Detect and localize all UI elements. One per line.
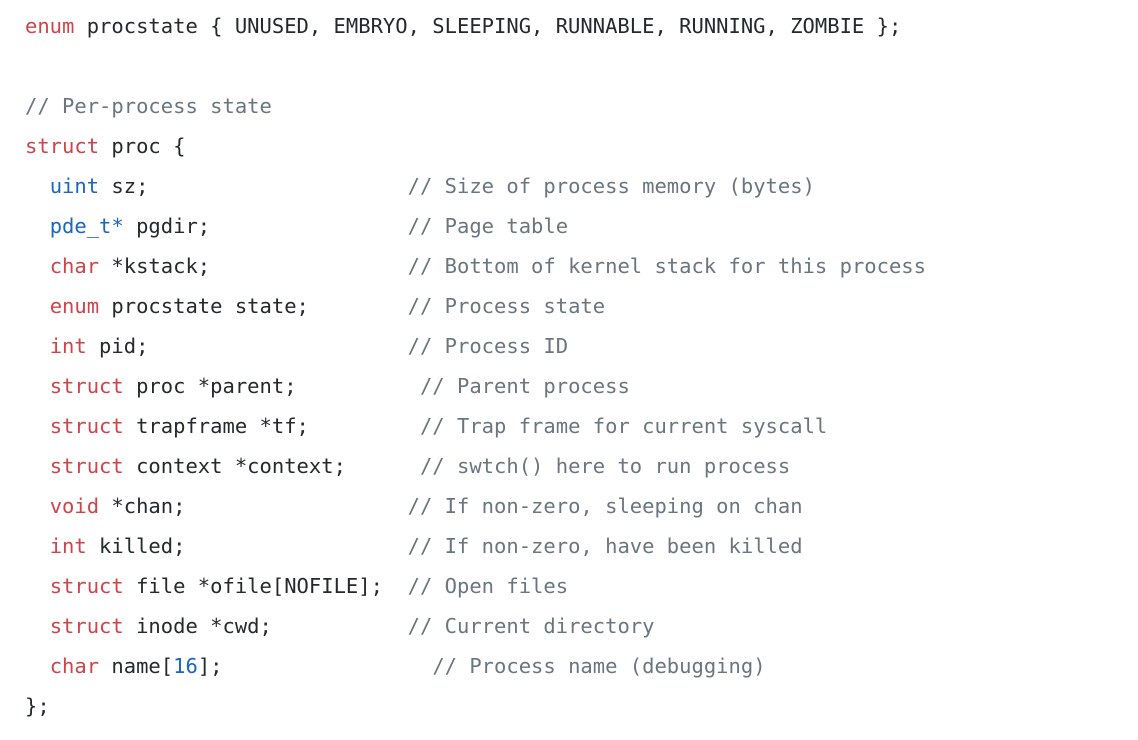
token-keyword: struct bbox=[49, 574, 124, 598]
token-plain: file *ofile[NOFILE]; bbox=[123, 574, 408, 598]
token-plain: killed; bbox=[86, 534, 408, 558]
token-comment: // Process name (debugging) bbox=[432, 654, 766, 678]
line-member-name[interactable]: char name[16]; // Process name (debuggin… bbox=[25, 646, 1138, 686]
token-keyword: enum bbox=[25, 14, 75, 38]
token-keyword: struct bbox=[49, 414, 124, 438]
token-number: 16 bbox=[173, 654, 198, 678]
line-member-pid[interactable]: int pid; // Process ID bbox=[25, 326, 1138, 366]
line-struct-close[interactable]: }; bbox=[25, 686, 1138, 726]
token-plain: procstate state; bbox=[99, 294, 408, 318]
token-plain: pgdir; bbox=[123, 214, 408, 238]
token-plain bbox=[25, 334, 50, 358]
line-member-cwd[interactable]: struct inode *cwd; // Current directory bbox=[25, 606, 1138, 646]
token-plain: ]; bbox=[197, 654, 433, 678]
token-plain bbox=[25, 454, 50, 478]
token-comment: // swtch() here to run process bbox=[419, 454, 791, 478]
line-struct-open[interactable]: struct proc { bbox=[25, 126, 1138, 166]
token-comment: // Open files bbox=[407, 574, 569, 598]
token-plain bbox=[25, 214, 50, 238]
token-plain: context *context; bbox=[123, 454, 420, 478]
line-member-pgdir[interactable]: pde_t* pgdir; // Page table bbox=[25, 206, 1138, 246]
token-keyword: enum bbox=[49, 294, 100, 318]
token-plain: proc { bbox=[99, 134, 186, 158]
token-plain bbox=[25, 294, 50, 318]
line-member-sz[interactable]: uint sz; // Size of process memory (byte… bbox=[25, 166, 1138, 206]
token-keyword: struct bbox=[49, 454, 124, 478]
token-plain: name[ bbox=[99, 654, 174, 678]
token-plain: trapframe *tf; bbox=[123, 414, 420, 438]
line-member-killed[interactable]: int killed; // If non-zero, have been ki… bbox=[25, 526, 1138, 566]
line-member-kstack[interactable]: char *kstack; // Bottom of kernel stack … bbox=[25, 246, 1138, 286]
token-comment: // Process ID bbox=[407, 334, 569, 358]
token-plain: sz; bbox=[99, 174, 408, 198]
code-line-blank[interactable] bbox=[25, 46, 1138, 86]
line-member-ofile[interactable]: struct file *ofile[NOFILE]; // Open file… bbox=[25, 566, 1138, 606]
token-keyword: struct bbox=[49, 614, 124, 638]
token-plain: proc *parent; bbox=[123, 374, 420, 398]
token-comment: // Bottom of kernel stack for this proce… bbox=[407, 254, 926, 278]
line-enum-procstate[interactable]: enum procstate { UNUSED, EMBRYO, SLEEPIN… bbox=[25, 6, 1138, 46]
token-comment: // Page table bbox=[407, 214, 569, 238]
token-keyword: char bbox=[49, 254, 100, 278]
token-comment: // If non-zero, have been killed bbox=[407, 534, 803, 558]
token-plain bbox=[25, 414, 50, 438]
line-member-chan[interactable]: void *chan; // If non-zero, sleeping on … bbox=[25, 486, 1138, 526]
token-plain: *chan; bbox=[99, 494, 408, 518]
token-plain bbox=[25, 534, 50, 558]
token-keyword: struct bbox=[25, 134, 100, 158]
token-comment: // Per-process state bbox=[25, 94, 272, 118]
token-keyword: int bbox=[49, 334, 87, 358]
token-comment: // Parent process bbox=[419, 374, 630, 398]
token-comment: // Trap frame for current syscall bbox=[419, 414, 828, 438]
token-plain bbox=[25, 654, 50, 678]
token-plain: }; bbox=[25, 694, 50, 718]
token-comment: // Current directory bbox=[407, 614, 655, 638]
token-keyword: void bbox=[49, 494, 100, 518]
token-plain bbox=[25, 494, 50, 518]
token-type: pde_t* bbox=[49, 214, 124, 238]
token-plain bbox=[25, 574, 50, 598]
token-keyword: char bbox=[49, 654, 100, 678]
token-plain bbox=[25, 614, 50, 638]
token-plain: pid; bbox=[86, 334, 408, 358]
token-keyword: int bbox=[49, 534, 87, 558]
line-member-state[interactable]: enum procstate state; // Process state bbox=[25, 286, 1138, 326]
token-plain: inode *cwd; bbox=[123, 614, 408, 638]
token-type: uint bbox=[49, 174, 100, 198]
token-plain: *kstack; bbox=[99, 254, 408, 278]
line-comment-header[interactable]: // Per-process state bbox=[25, 86, 1138, 126]
token-comment: // If non-zero, sleeping on chan bbox=[407, 494, 803, 518]
token-plain bbox=[25, 374, 50, 398]
token-plain bbox=[25, 254, 50, 278]
token-comment: // Size of process memory (bytes) bbox=[407, 174, 815, 198]
token-plain bbox=[25, 174, 50, 198]
line-member-parent[interactable]: struct proc *parent; // Parent process bbox=[25, 366, 1138, 406]
line-member-tf[interactable]: struct trapframe *tf; // Trap frame for … bbox=[25, 406, 1138, 446]
token-plain: procstate { UNUSED, EMBRYO, SLEEPING, RU… bbox=[74, 14, 902, 38]
token-comment: // Process state bbox=[407, 294, 606, 318]
line-member-context[interactable]: struct context *context; // swtch() here… bbox=[25, 446, 1138, 486]
token-keyword: struct bbox=[49, 374, 124, 398]
